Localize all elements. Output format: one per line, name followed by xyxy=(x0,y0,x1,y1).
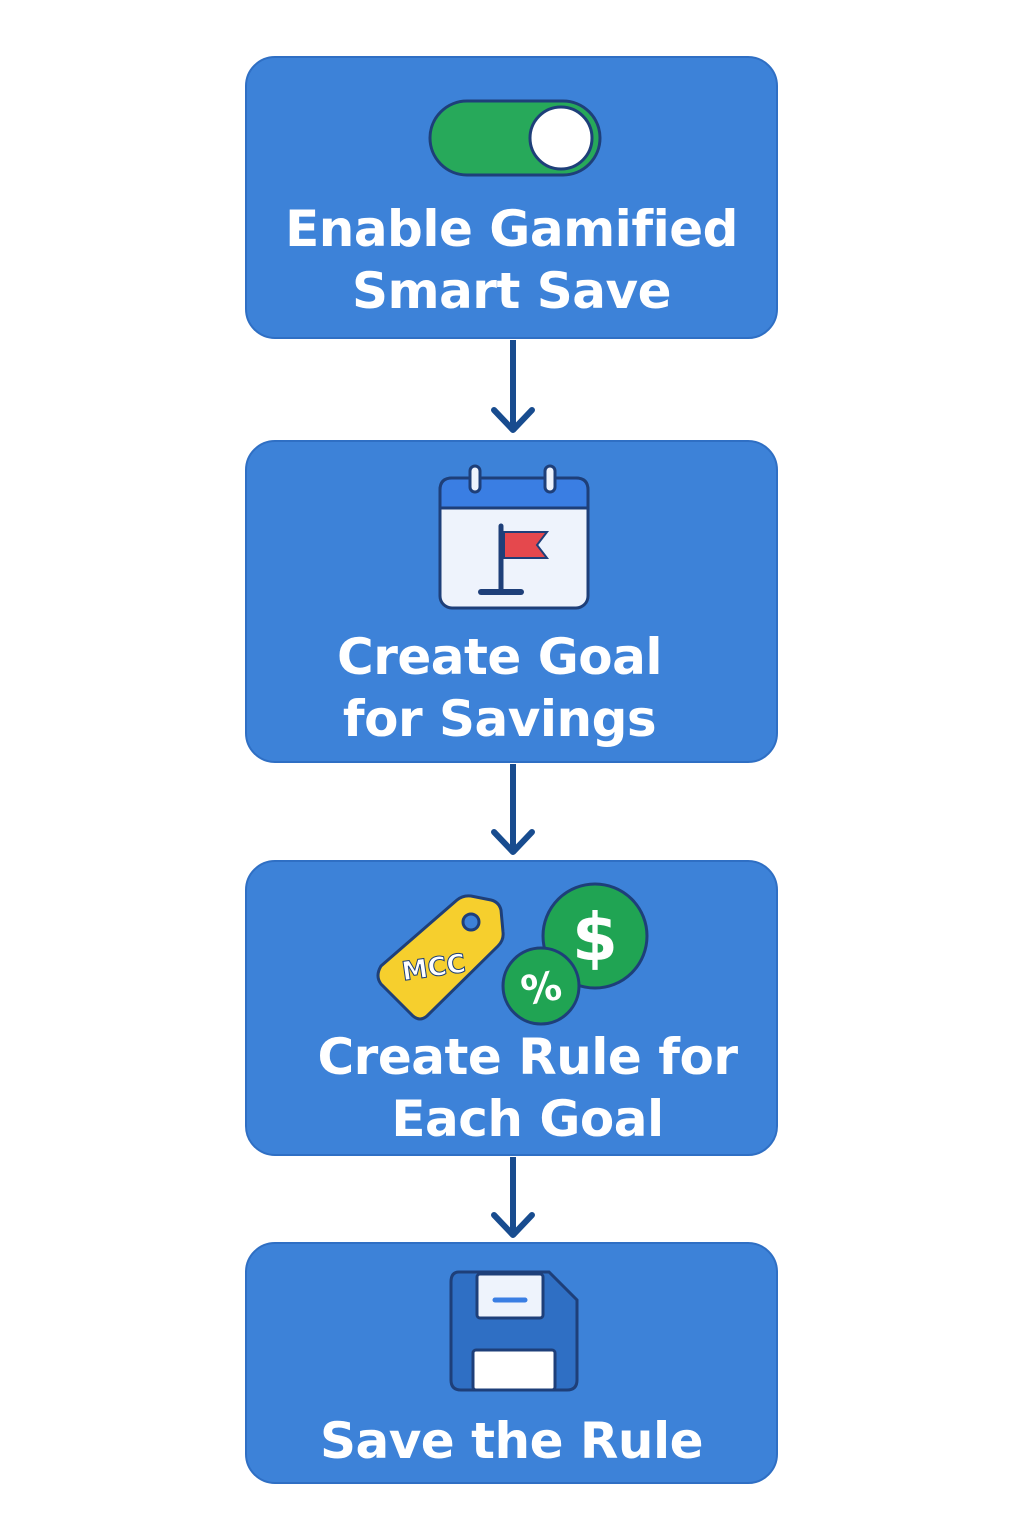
step-card-enable-smart-save: Enable Gamified Smart Save xyxy=(245,56,778,339)
step-label-line: Create Goal xyxy=(337,628,663,686)
dollar-coin-icon: $ xyxy=(541,882,649,990)
arrow-down-icon xyxy=(491,764,535,855)
step-label-line: Each Goal xyxy=(391,1090,664,1148)
step-card-save-rule: Save the Rule xyxy=(245,1242,778,1484)
arrow-down-icon xyxy=(491,340,535,433)
step-card-create-goal: Create Goal for Savings xyxy=(245,440,778,763)
step-label-line: Create Rule for xyxy=(317,1028,738,1086)
step-label-line: Smart Save xyxy=(351,262,672,320)
price-tag-icon: MCC xyxy=(376,894,505,1021)
step-label: Enable Gamified Smart Save xyxy=(247,198,776,322)
arrow-down-icon xyxy=(491,1157,535,1238)
tag-coins-icon: MCC $ % xyxy=(376,882,649,1026)
step-label: Create Rule for Each Goal xyxy=(263,1026,792,1150)
step-label: Create Goal for Savings xyxy=(235,626,764,750)
step-label-line: Save the Rule xyxy=(319,1412,704,1470)
step-label-line: for Savings xyxy=(342,690,657,748)
step-label: Save the Rule xyxy=(247,1410,776,1472)
coin-symbol: % xyxy=(518,963,565,1015)
coin-symbol: $ xyxy=(572,899,618,976)
percent-coin-icon: % xyxy=(501,946,581,1026)
step-card-create-rule: MCC $ % Create Rule for Each Goal xyxy=(245,860,778,1156)
step-label-line: Enable Gamified xyxy=(285,200,738,258)
floppy-disk-icon xyxy=(449,1270,579,1392)
calendar-flag-icon xyxy=(438,464,590,610)
toggle-switch-icon xyxy=(428,99,602,177)
